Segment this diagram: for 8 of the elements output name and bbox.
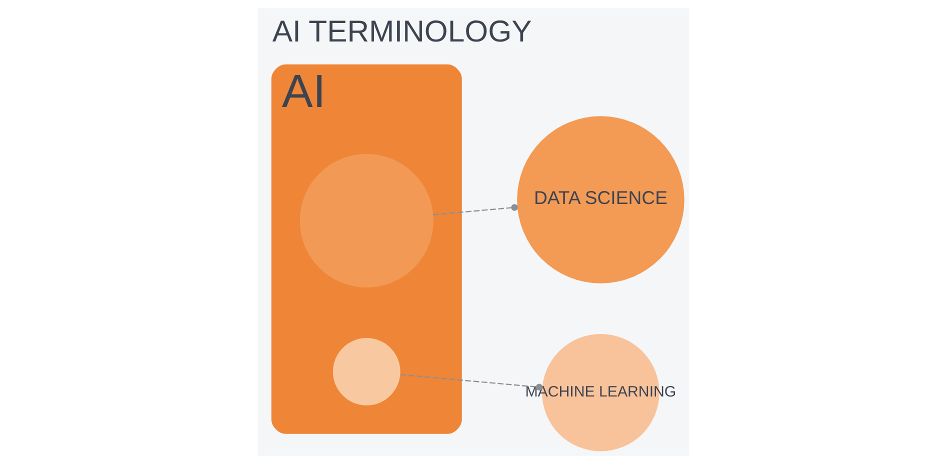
- node-circle: DATA SCIENCE: [516, 116, 684, 284]
- connector: [400, 374, 542, 391]
- connector: [432, 204, 518, 216]
- node-circle: [299, 154, 433, 288]
- node-label: MACHINE LEARNING: [524, 384, 676, 401]
- diagram-title: AI TERMINOLOGY: [272, 16, 532, 49]
- node-circle: [332, 338, 400, 406]
- cluster: AI: [270, 64, 462, 434]
